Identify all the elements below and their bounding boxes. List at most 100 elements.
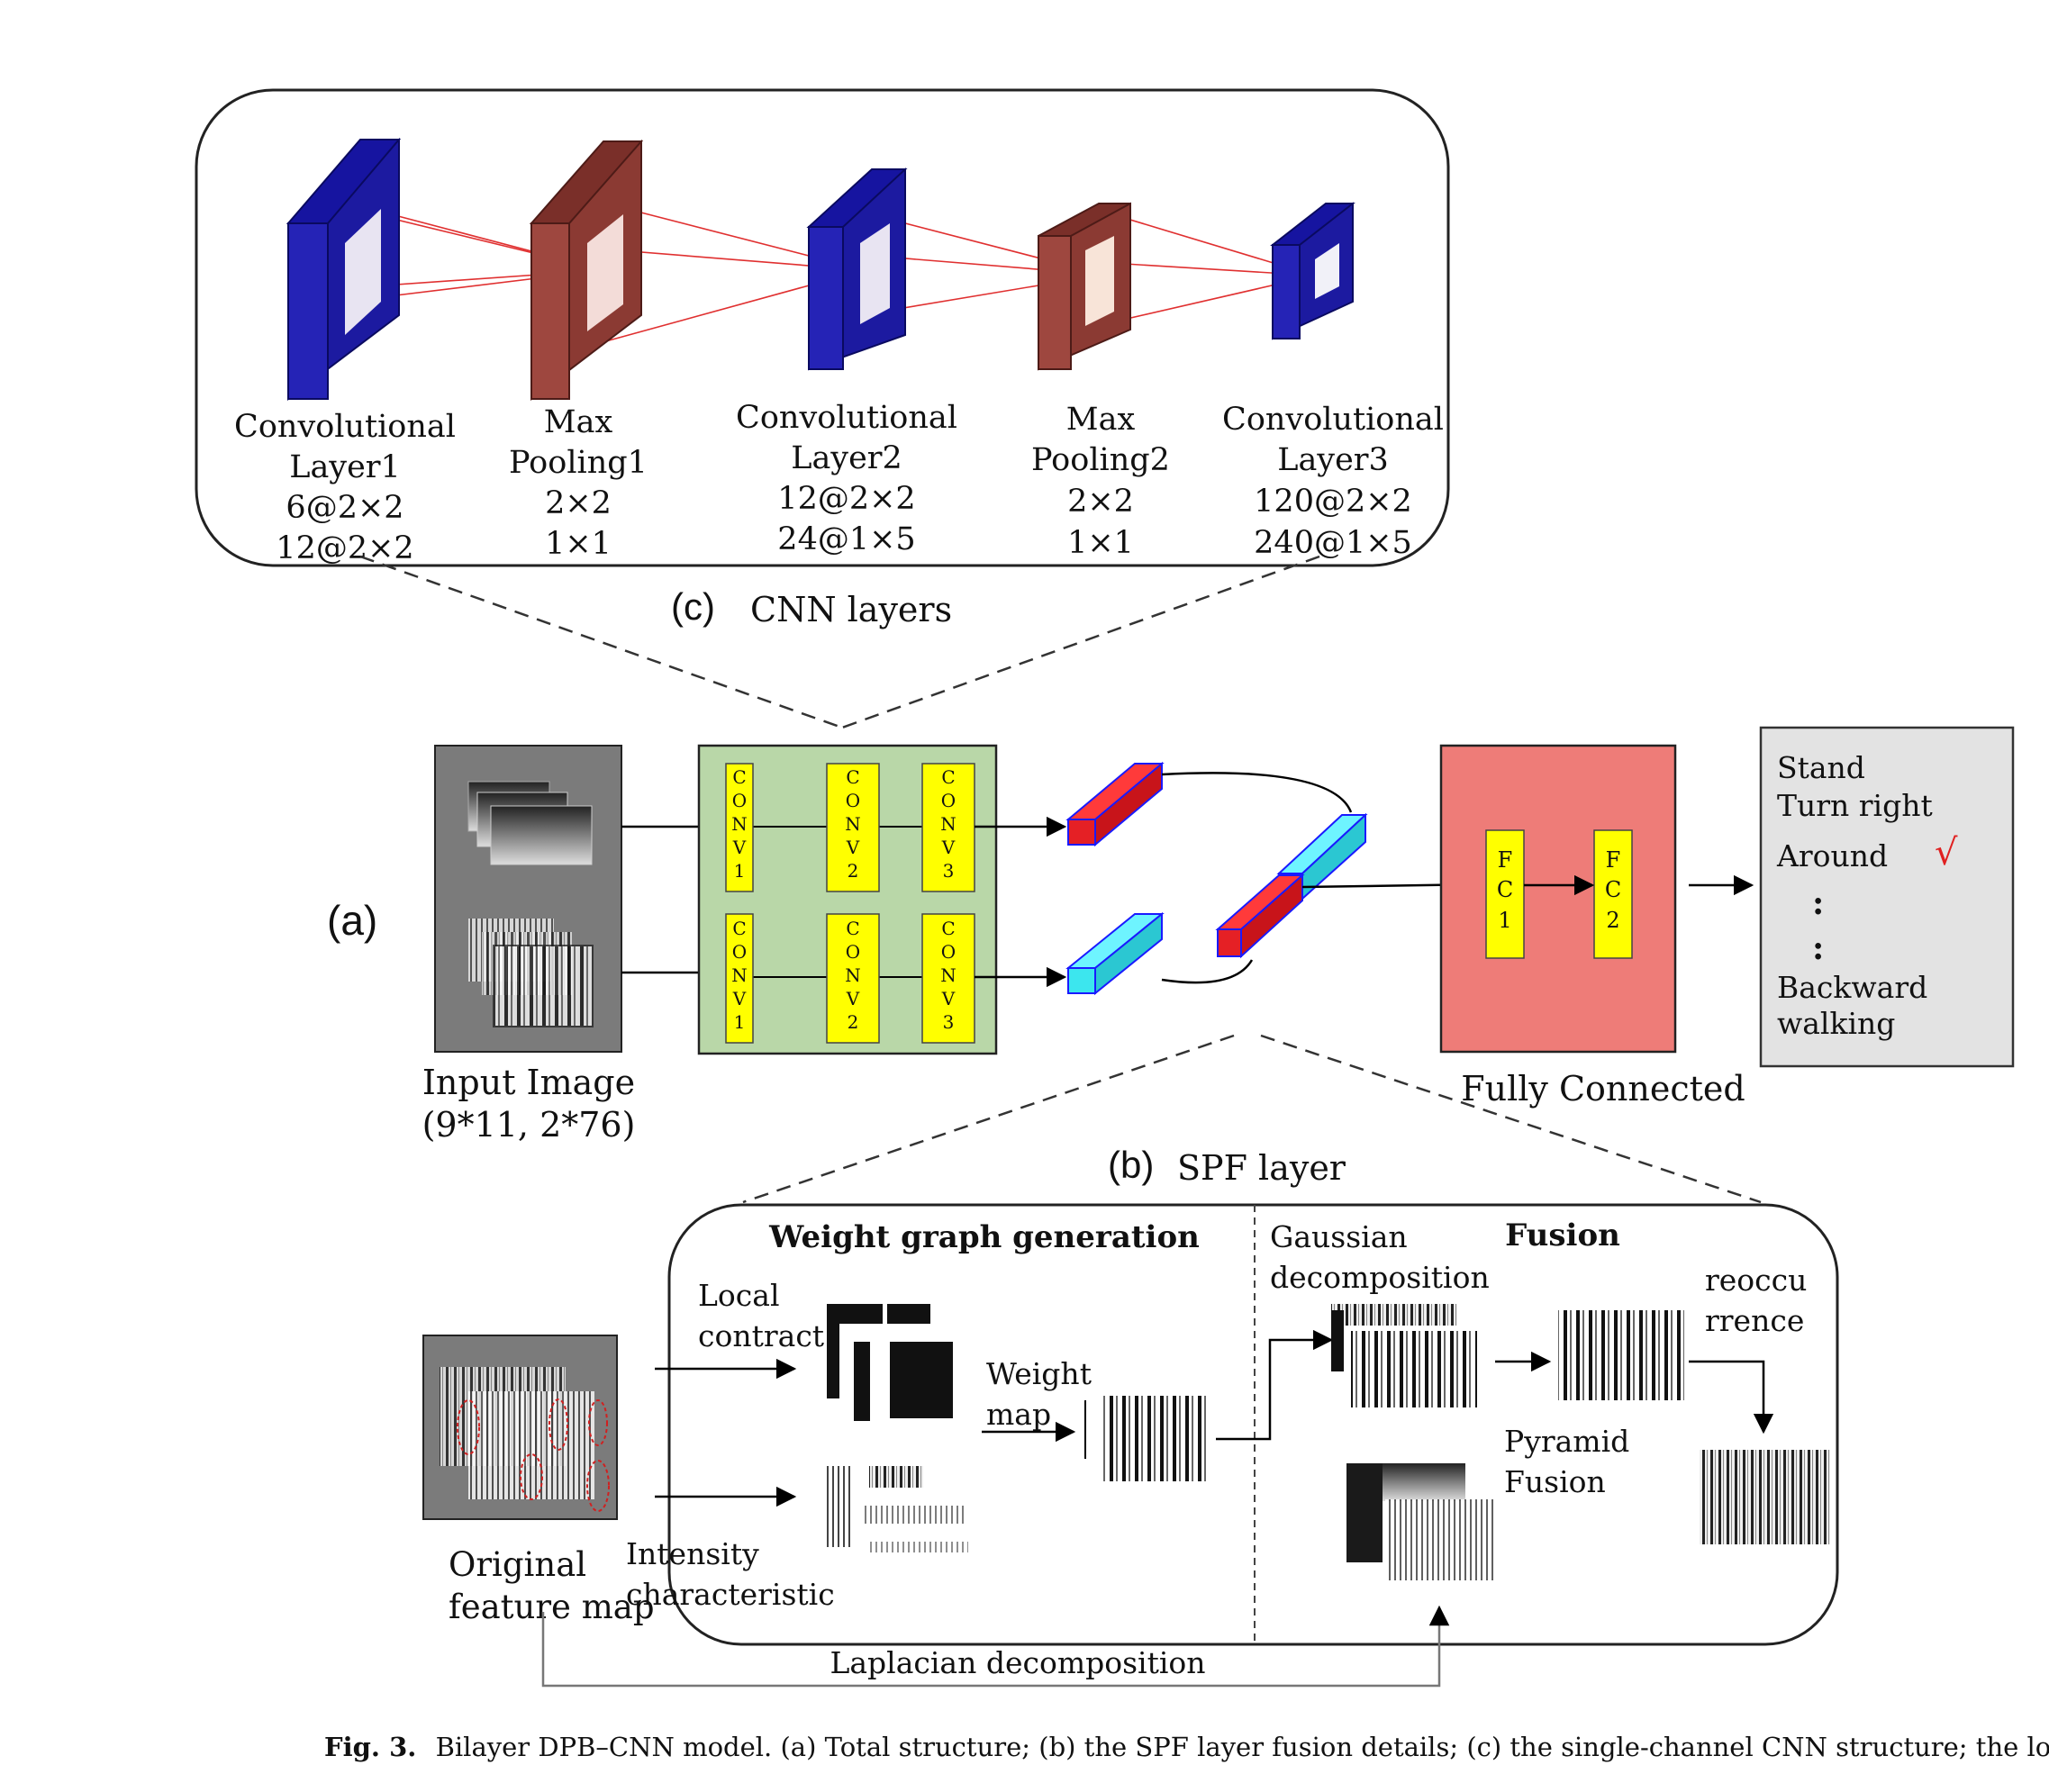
reoccurrence-label-2: rrence: [1705, 1303, 1804, 1338]
pyramid-fusion-label-1: Pyramid: [1504, 1424, 1629, 1459]
pool1-caption-l4: 1×1: [545, 526, 612, 562]
output-turn-right: Turn right: [1777, 788, 1933, 823]
conv2-top-letter-1: C: [846, 766, 859, 788]
output-dots-2: :: [1812, 929, 1824, 967]
fusion-intermediate-image: [1558, 1310, 1684, 1400]
conv-layer1-block: [286, 137, 402, 402]
conv-layer2-block: [806, 167, 908, 371]
layer1-caption-l1: Convolutional: [234, 409, 456, 445]
total-structure: (a) Input Image (9*11, 2*76): [327, 726, 2015, 1145]
fc-block-letters: F C 1 F C 2: [1497, 847, 1621, 933]
pool2-caption-l2: Pooling2: [1031, 442, 1170, 478]
conv3-bottom-letter-4: V: [941, 988, 956, 1009]
local-contract-label-1: Local: [698, 1278, 780, 1313]
weight-map-label-1: Weight: [986, 1356, 1092, 1391]
local-contrast-image: [827, 1304, 953, 1421]
input-image: [434, 745, 622, 1053]
layer2-caption-l3: 12@2×2: [777, 481, 915, 517]
pool2-caption-l3: 2×2: [1067, 484, 1134, 520]
conv2-block-top: [826, 763, 880, 892]
conv1-top-letter-3: N: [731, 813, 748, 835]
reoccurrence-label-1: reoccu: [1705, 1263, 1807, 1298]
original-feature-map-label-1: Original: [449, 1545, 586, 1584]
original-feature-map-image: [422, 1335, 618, 1520]
original-feature-map-label-2: feature map: [449, 1588, 655, 1626]
fc1-block: [1485, 829, 1525, 959]
fc1-letter-1: F: [1498, 847, 1513, 873]
pool1-caption-l1: Max: [544, 404, 613, 440]
pyramid-fusion-label-2: Fusion: [1504, 1464, 1606, 1499]
red-feature-bar: [1065, 761, 1165, 847]
reoccurrence-arrow: [1689, 1360, 1774, 1435]
fc2-letter-3: 2: [1606, 908, 1619, 933]
input-image-caption-2: (9*11, 2*76): [422, 1105, 636, 1145]
conv2-block-bottom: [826, 913, 880, 1044]
layer3-caption-l3: 120@2×2: [1254, 484, 1412, 520]
fusion-title: Fusion: [1505, 1217, 1620, 1253]
conv2-top-letter-2: O: [846, 790, 860, 811]
layer1-caption-l4: 12@2×2: [276, 530, 413, 566]
conv2-top-letter-4: V: [846, 837, 860, 858]
local-contract-label-2: contract: [698, 1318, 824, 1353]
weight-map-label-2: map: [986, 1397, 1051, 1432]
layer2-caption-l4: 24@1×5: [777, 521, 915, 557]
pool2-caption-l1: Max: [1066, 402, 1136, 438]
fc1-letter-3: 1: [1498, 908, 1511, 933]
max-pooling1-block: [529, 140, 644, 402]
conv3-bottom-letter-3: N: [940, 964, 957, 986]
output-dots-1: :: [1812, 884, 1824, 922]
spf-panel-letter: (b): [1108, 1144, 1154, 1186]
output-around: Around: [1776, 838, 1888, 873]
layer3-caption-l4: 240@1×5: [1254, 525, 1412, 561]
laplacian-path: [541, 1605, 1450, 1688]
conv3-block-bottom: [921, 913, 975, 1044]
layer2-caption-l1: Convolutional: [736, 400, 957, 436]
conv-stack-panel: [697, 744, 998, 1055]
output-stand: Stand: [1777, 750, 1865, 785]
pool1-caption-l2: Pooling1: [509, 445, 648, 481]
conv2-top-letter-5: 2: [848, 860, 859, 882]
output-backward: Backward: [1777, 970, 1927, 1005]
conv1-bottom-letter-5: 1: [734, 1011, 746, 1033]
conv-block-letters: C O N V 1 C O N V 2 C O N V 3 C O N V 1 …: [731, 766, 957, 1033]
spf-panel-frame: [667, 1203, 1839, 1646]
spf-zoom-lines: [742, 1034, 1762, 1204]
fc1-letter-2: C: [1497, 877, 1513, 902]
pool1-caption-l3: 2×2: [545, 485, 612, 521]
layer3-caption-l1: Convolutional: [1222, 402, 1444, 438]
output-classes-box: Stand Turn right Around √ : : Backward w…: [1759, 726, 2015, 1068]
conv3-bottom-letter-2: O: [941, 941, 956, 963]
weight-graph-title: Weight graph generation: [768, 1219, 1200, 1255]
fully-connected-panel: [1439, 744, 1677, 1054]
conv2-bottom-letter-5: 2: [848, 1011, 859, 1033]
spf-panel-title: SPF layer: [1177, 1148, 1346, 1188]
conv3-top-letter-2: O: [941, 790, 956, 811]
gaussian-label-1: Gaussian: [1270, 1219, 1408, 1254]
input-image-caption-1: Input Image: [422, 1063, 635, 1102]
conv1-bottom-letter-4: V: [732, 988, 747, 1009]
figure-caption-text: Bilayer DPB–CNN model. (a) Total structu…: [436, 1732, 2049, 1762]
weight-map-image: [1101, 1396, 1210, 1481]
fc2-letter-2: C: [1605, 877, 1621, 902]
conv2-top-letter-3: N: [845, 813, 861, 835]
conv3-top-letter-1: C: [941, 766, 955, 788]
panel-a-label: (a): [327, 897, 377, 944]
cnn-panel-letter: (c): [671, 585, 715, 628]
conv1-block-bottom: [725, 913, 754, 1044]
cnn-panel-title: CNN layers: [750, 590, 952, 629]
conv3-bottom-letter-1: C: [941, 918, 955, 939]
gaussian-label-2: decomposition: [1270, 1260, 1490, 1295]
conv-layer3-block: [1270, 202, 1355, 340]
intensity-image: [827, 1466, 968, 1552]
max-pooling2-block: [1038, 202, 1131, 371]
output-check-mark: √: [1935, 832, 1958, 873]
cyan-feature-bar: [1065, 911, 1165, 996]
pyramid-fusion-image: [1346, 1463, 1493, 1580]
intensity-label-1: Intensity: [626, 1536, 759, 1571]
layer3-caption-l2: Layer3: [1277, 442, 1389, 478]
red-to-fused-curve: [1161, 772, 1353, 813]
conv3-top-letter-3: N: [940, 813, 957, 835]
fused-result-image: [1700, 1450, 1830, 1544]
output-walking: walking: [1777, 1006, 1895, 1041]
